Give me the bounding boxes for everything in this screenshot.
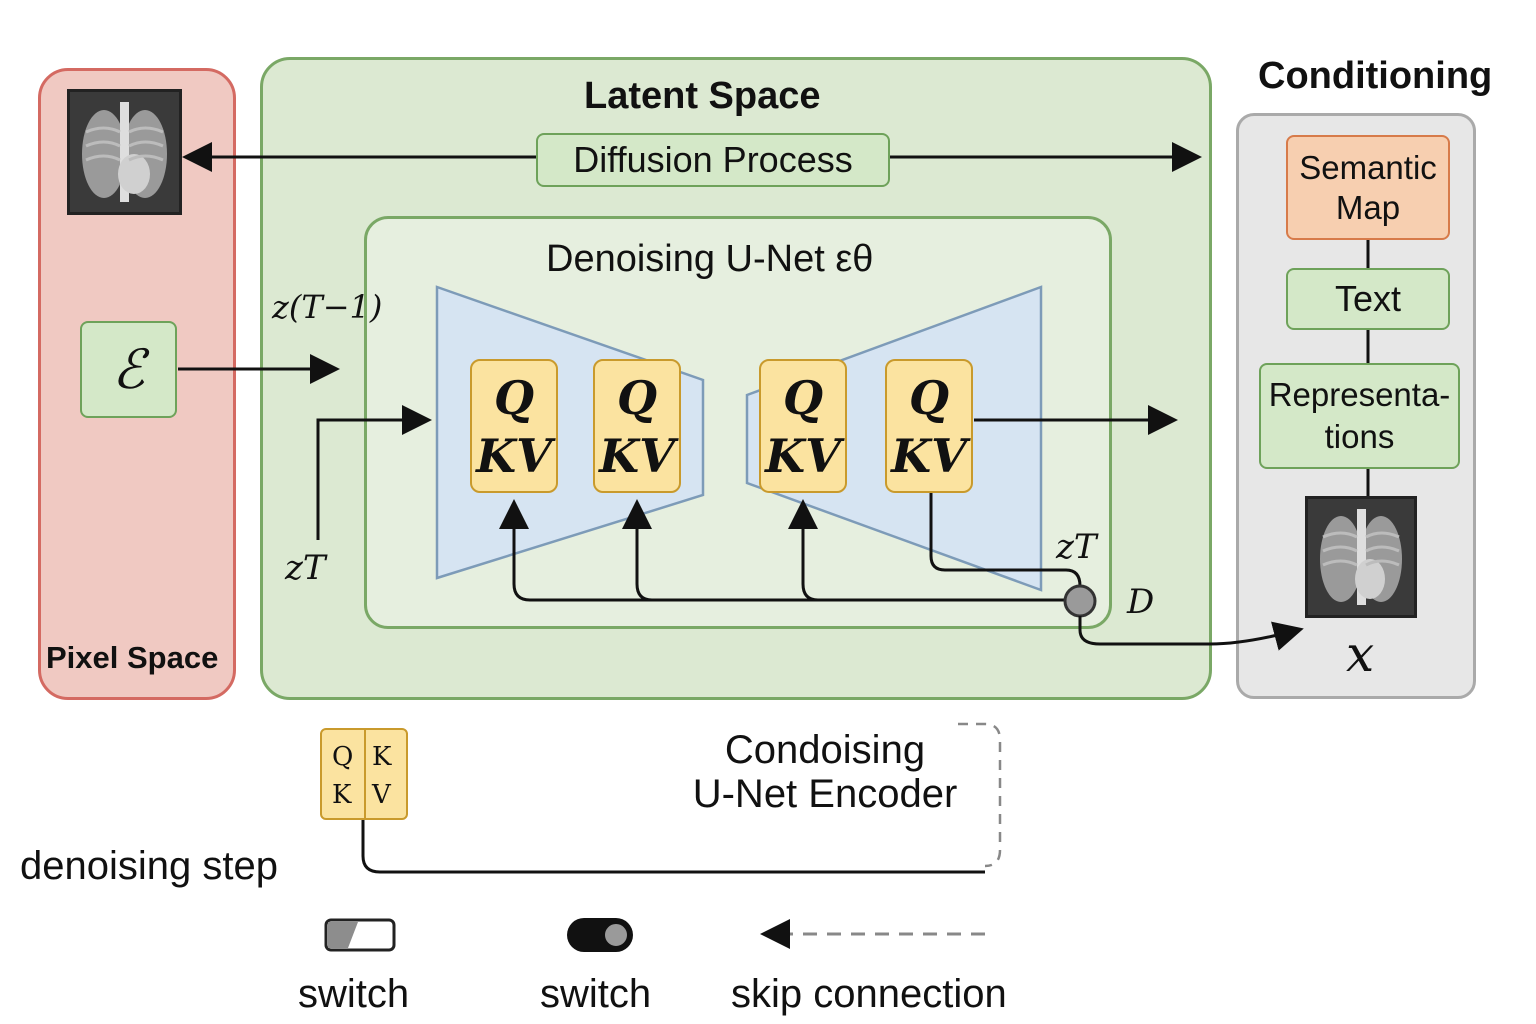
switch-node [1063, 584, 1097, 618]
switch-label-2: switch [540, 972, 652, 1016]
x-label: x [1346, 625, 1375, 683]
legend-qkv-block: Q K K V [320, 728, 408, 820]
diffusion-process-box: Diffusion Process [536, 133, 890, 187]
denoising-step-label: denoising step [20, 844, 278, 888]
conditioning-branch-3 [788, 499, 819, 602]
denoising-unet-title: Denoising U-Net εθ [546, 238, 874, 280]
d-label: D [1127, 582, 1155, 622]
zt-left-label: zT [285, 548, 326, 588]
node-to-x-arrow [1078, 616, 1304, 651]
zt-feedback-line [929, 493, 1082, 587]
conditioning-xray-image [1305, 496, 1417, 618]
conditioning-branch-2 [622, 499, 653, 602]
skip-connection-label: skip connection [731, 972, 1007, 1016]
representations-box: Representa-tions [1259, 363, 1460, 469]
zt-right-label: zT [1056, 527, 1097, 567]
switch-label-1: switch [298, 972, 410, 1016]
chest-xray-icon [70, 92, 179, 212]
latent-space-title: Latent Space [584, 75, 821, 117]
text-box: Text [1286, 268, 1450, 330]
conditioning-bus [499, 499, 1080, 602]
pixel-xray-image [67, 89, 182, 215]
conditioning-title: Conditioning [1258, 55, 1493, 97]
z-t-minus-1-label: z(T−1) [272, 288, 383, 326]
zt-input-arrow [316, 405, 432, 540]
legend-denoising-line [361, 820, 985, 874]
encoder-legend-label: Condoising U-Net Encoder [692, 728, 958, 816]
chest-xray-icon [1308, 499, 1414, 615]
encoder-box: ℰ [80, 321, 177, 418]
pixel-space-title: Pixel Space [46, 640, 219, 675]
